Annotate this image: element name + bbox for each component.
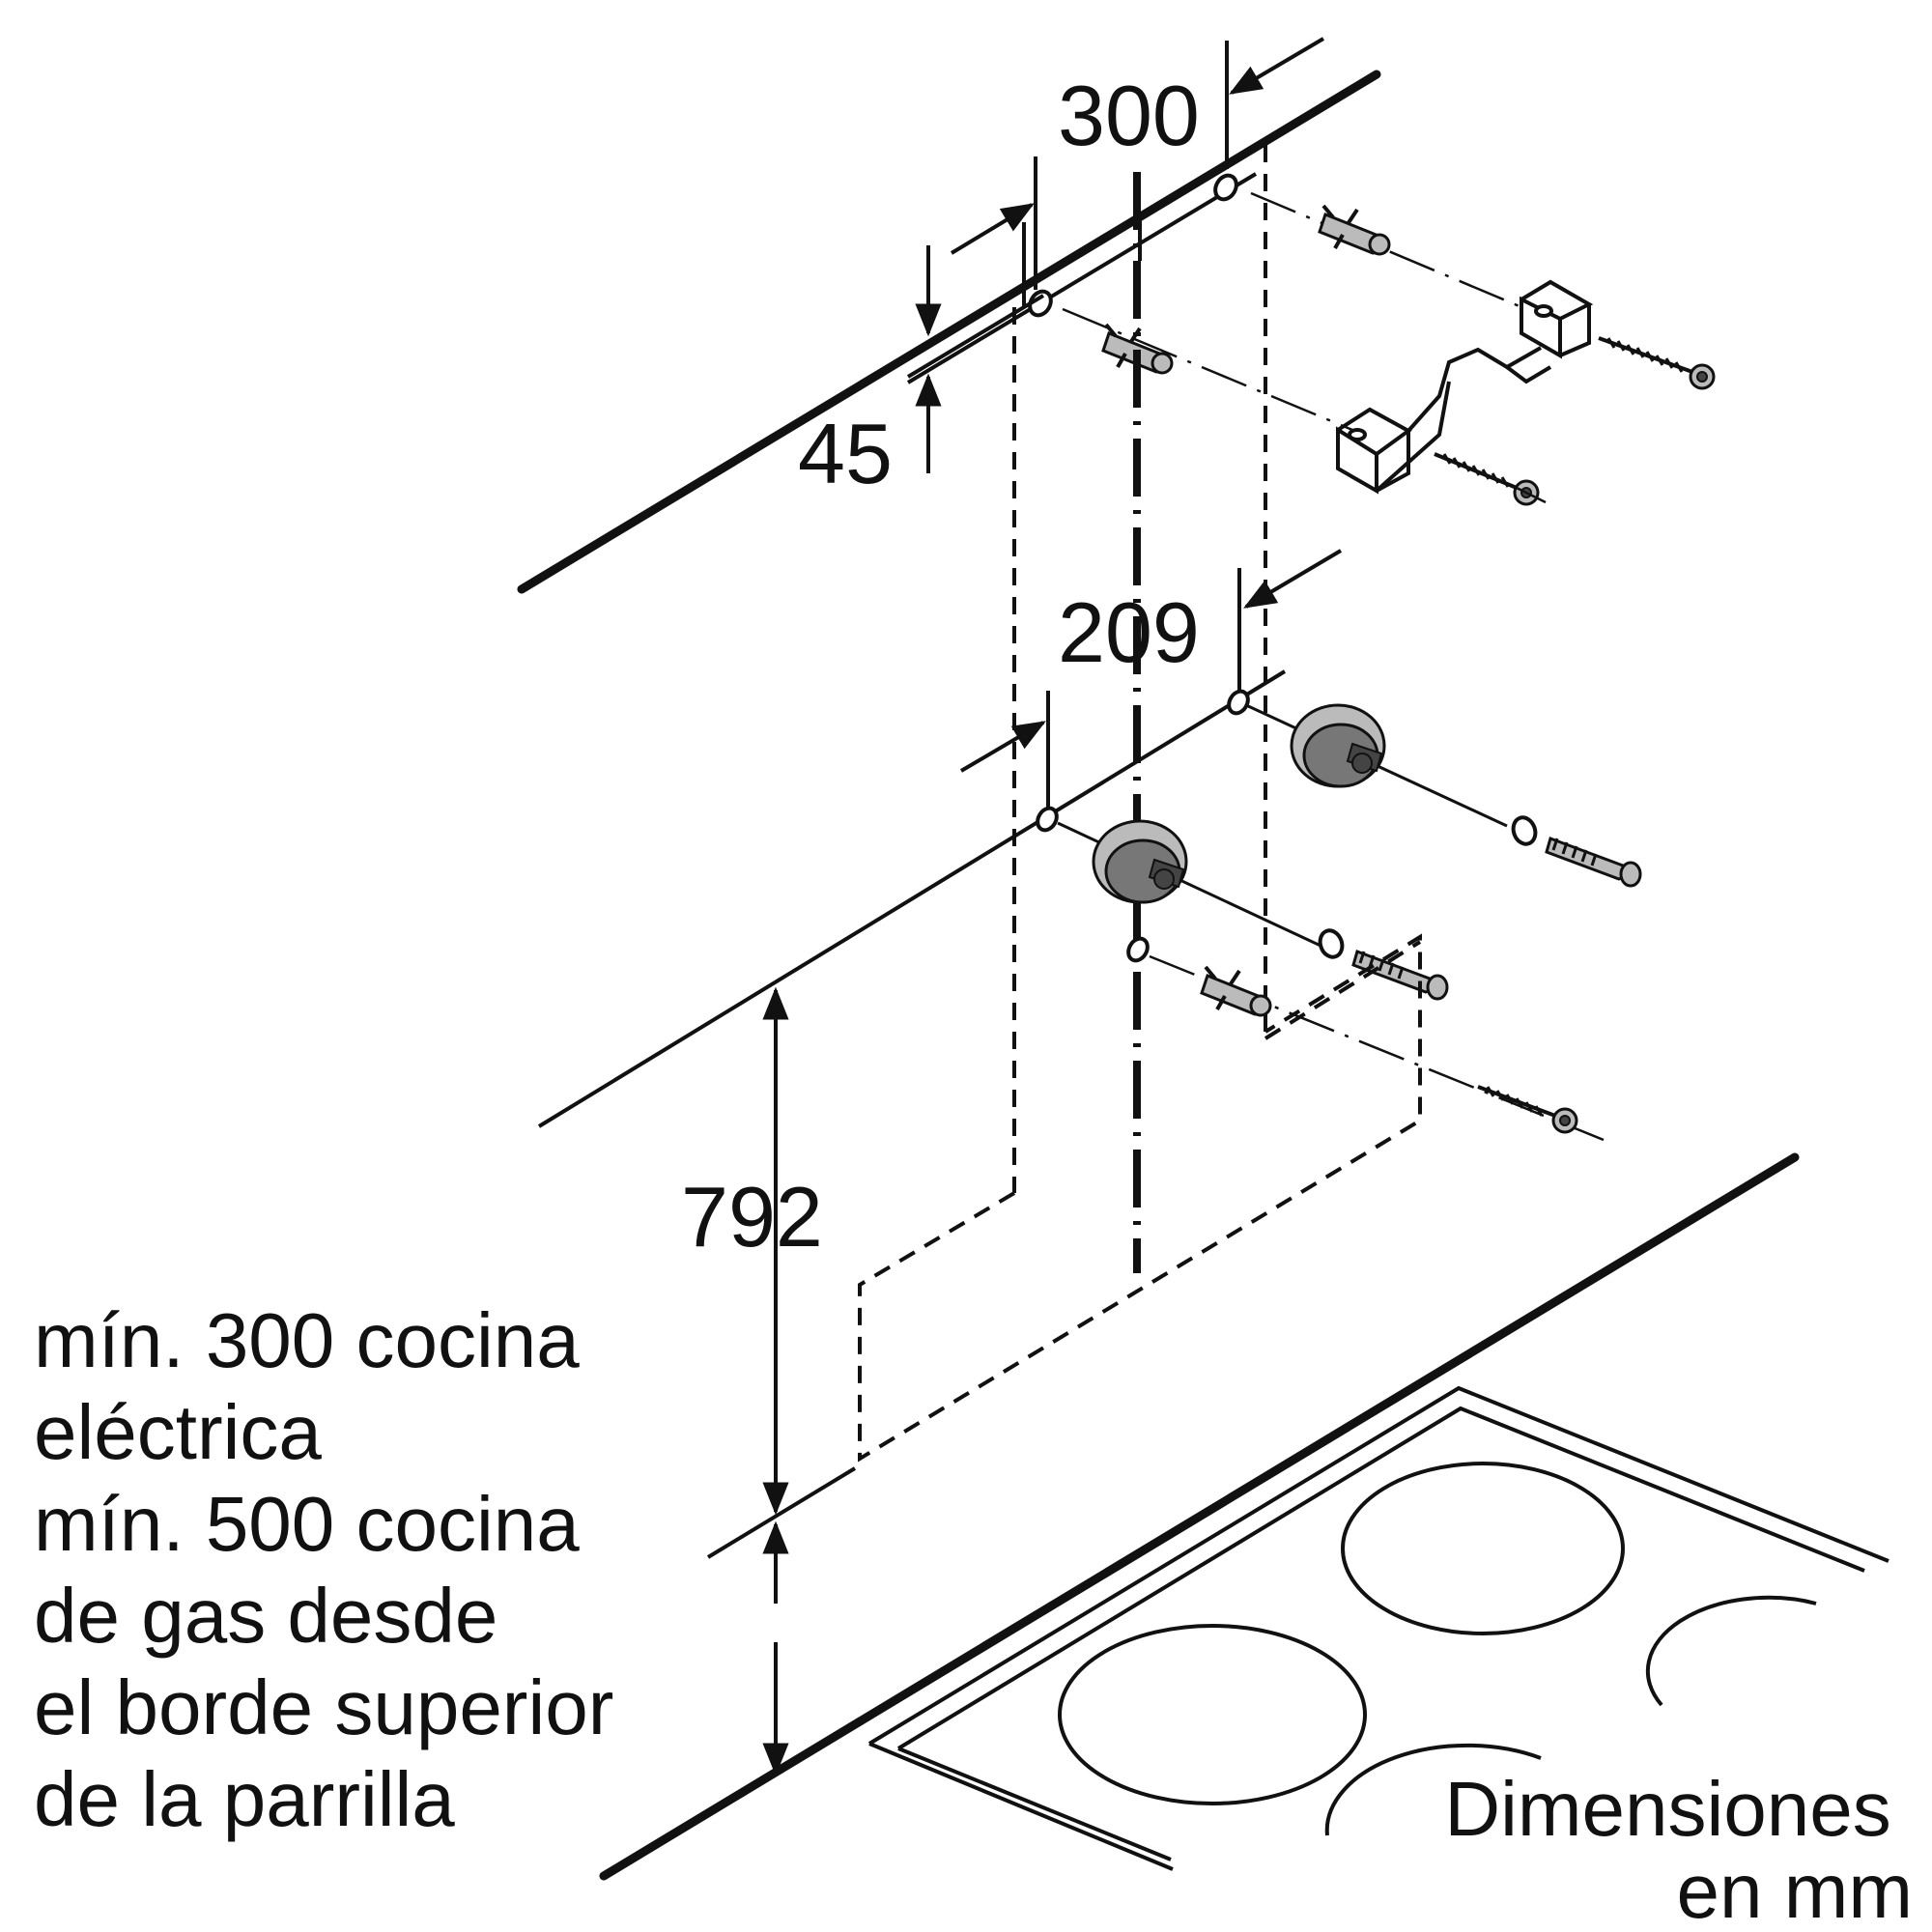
lower-mounting-line bbox=[537, 669, 1287, 1128]
units-note-line2: en mm bbox=[1677, 1848, 1914, 1932]
wall-anchor-top-right bbox=[1318, 204, 1391, 256]
clearance-note-line4: de gas desde bbox=[34, 1573, 497, 1659]
units-note: Dimensiones en mm bbox=[1444, 1766, 1913, 1932]
dim-300-arrow-left bbox=[950, 203, 1035, 255]
top-hole-right bbox=[1213, 173, 1238, 202]
top-axis-left bbox=[1062, 307, 1353, 432]
washer-upper bbox=[1511, 815, 1538, 846]
top-hole-left bbox=[1028, 289, 1053, 318]
units-note-line1: Dimensiones bbox=[1444, 1766, 1890, 1852]
worktop-edge bbox=[599, 1152, 1800, 1881]
washer-lower bbox=[1318, 928, 1345, 959]
dim-209-arrow-right bbox=[1243, 549, 1343, 609]
cooking-zone-back-left bbox=[1341, 1462, 1625, 1635]
bracket-screw-left bbox=[1434, 452, 1540, 506]
clearance-note: mín. 300 cocina eléctrica mín. 500 cocin… bbox=[34, 1297, 636, 1842]
lower-hole-left bbox=[1036, 806, 1059, 833]
hood-body-outline bbox=[858, 933, 1422, 1463]
dim-45-label: 45 bbox=[798, 406, 893, 501]
clearance-note-line2: eléctrica bbox=[34, 1389, 322, 1475]
bolt-lower bbox=[1351, 950, 1449, 1001]
dim-792-label: 792 bbox=[681, 1169, 823, 1264]
bottom-hole bbox=[1126, 936, 1150, 963]
hob-outline-inner bbox=[896, 1406, 1865, 1750]
hood-body-inner bbox=[1264, 940, 1422, 1040]
hob-front-edge-outer bbox=[868, 1742, 1174, 1871]
bracket-screw-right bbox=[1598, 336, 1716, 390]
clearance-note-line3: mín. 500 cocina bbox=[34, 1481, 580, 1567]
bracket-screw-axis bbox=[1516, 486, 1547, 504]
dim-209-arrow-left bbox=[959, 721, 1046, 773]
cooking-zone-front-right bbox=[1324, 1743, 1542, 1836]
bottom-screw bbox=[1477, 1085, 1578, 1134]
dim-209-label: 209 bbox=[1058, 584, 1200, 680]
clearance-note-line1: mín. 300 cocina bbox=[34, 1297, 580, 1383]
top-axis-right bbox=[1250, 191, 1527, 311]
cooking-zone-back-right bbox=[1645, 1595, 1817, 1707]
spacer-upper bbox=[1290, 703, 1386, 788]
bolt-upper bbox=[1545, 837, 1642, 888]
wall-anchor-bottom bbox=[1200, 965, 1272, 1017]
hood-bottom-edge bbox=[706, 1466, 857, 1559]
clearance-note-line5: el borde superior bbox=[34, 1664, 613, 1750]
hob-outline-outer bbox=[867, 1385, 1889, 1746]
dim-300-label: 300 bbox=[1058, 68, 1200, 163]
spacer-lower bbox=[1092, 819, 1188, 904]
dim-300-arrow-right bbox=[1229, 37, 1325, 95]
clearance-note-line6: de la parrilla bbox=[34, 1756, 455, 1842]
dim-45-ext bbox=[906, 294, 1045, 379]
mounting-bracket bbox=[1336, 279, 1594, 495]
cooking-zone-front-left bbox=[1058, 1624, 1367, 1805]
hob-front-edge-inner bbox=[897, 1747, 1172, 1861]
ceiling-edge-line bbox=[517, 70, 1381, 594]
top-mounting-line bbox=[906, 172, 1258, 384]
